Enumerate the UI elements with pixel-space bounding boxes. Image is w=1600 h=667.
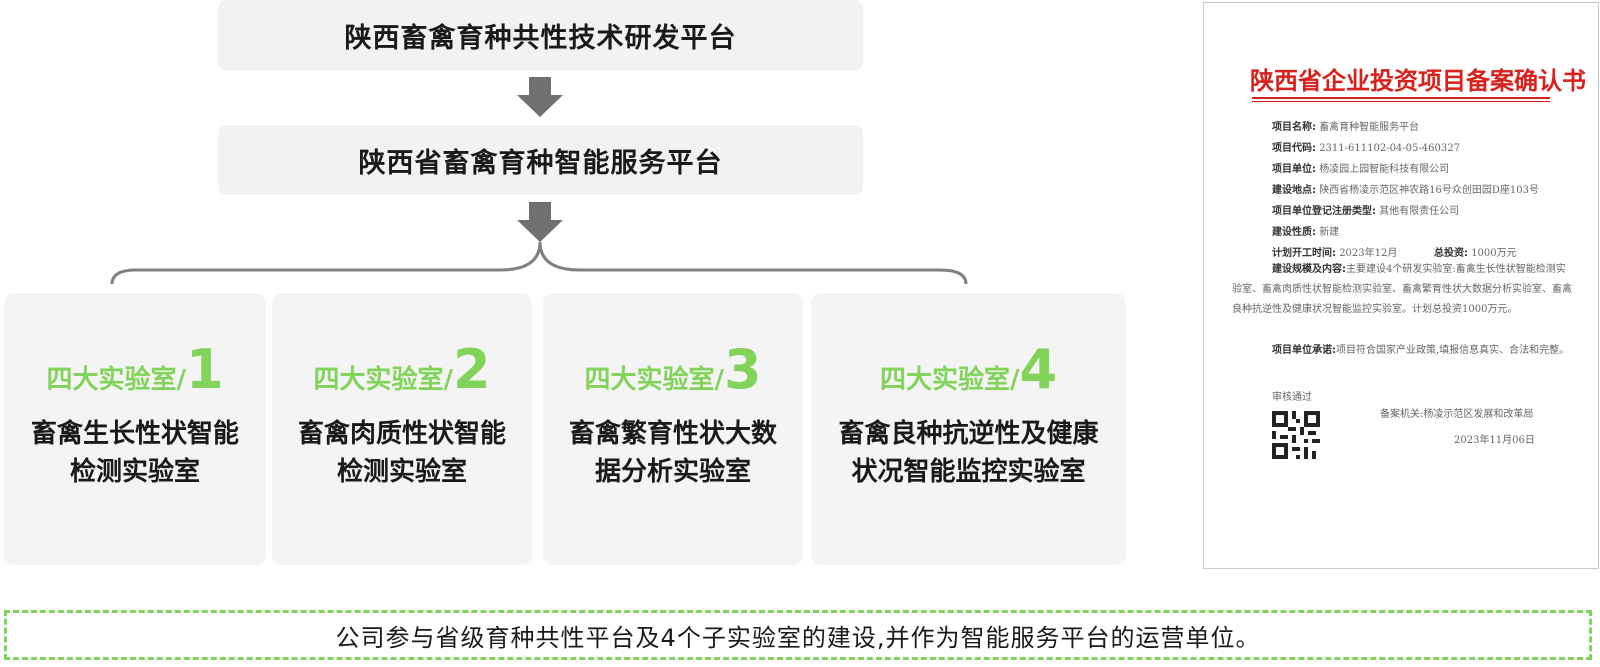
lab-name: 畜禽良种抗逆性及健康 状况智能监控实验室 bbox=[811, 415, 1126, 491]
project-name-field: 项目名称: 畜禽育种智能服务平台 bbox=[1272, 118, 1419, 133]
curly-brace-connector bbox=[110, 241, 968, 285]
field-label: 项目名称: bbox=[1272, 122, 1316, 133]
lab-name-line: 畜禽良种抗逆性及健康 bbox=[838, 419, 1099, 449]
lab-prefix: 四大实验室/ bbox=[584, 365, 724, 395]
project-code-field: 项目代码: 2311-611102-04-05-460327 bbox=[1272, 139, 1460, 154]
top-platform-box: 陕西畜禽育种共性技术研发平台 bbox=[218, 0, 863, 70]
filing-certificate-document: 陕西省企业投资项目备案确认书 项目名称: 畜禽育种智能服务平台 项目代码: 23… bbox=[1203, 2, 1599, 569]
field-value: 其他有限责任公司 bbox=[1379, 206, 1460, 217]
field-value: 畜禽育种智能服务平台 bbox=[1319, 122, 1420, 133]
lab-name-line: 畜禽繁育性状大数 bbox=[568, 419, 777, 449]
filing-authority: 备案机关:杨凌示范区发展和改革局 bbox=[1380, 409, 1534, 420]
lab-number: 4 bbox=[1019, 338, 1058, 401]
commitment-field: 项目单位承诺:项目符合国家产业政策,填报信息真实、合法和完整。 bbox=[1232, 341, 1572, 361]
field-label: 项目单位承诺: bbox=[1272, 345, 1336, 356]
lab-name-line: 畜禽生长性状智能 bbox=[30, 419, 239, 449]
lab-name-line: 畜禽肉质性状智能 bbox=[297, 419, 506, 449]
project-unit-field: 项目单位: 杨凌园上园智能科技有限公司 bbox=[1272, 160, 1449, 175]
registration-type-field: 项目单位登记注册类型: 其他有限责任公司 bbox=[1272, 202, 1459, 217]
lab-card-2: 四大实验室/2 畜禽肉质性状智能 检测实验室 bbox=[272, 293, 532, 565]
field-value: 杨凌园上园智能科技有限公司 bbox=[1319, 164, 1450, 175]
field-value: 1000万元 bbox=[1471, 248, 1517, 259]
lab-number: 2 bbox=[452, 338, 491, 401]
field-label: 项目代码: bbox=[1272, 143, 1316, 154]
nature-field: 建设性质: 新建 bbox=[1272, 223, 1339, 238]
field-value: 主要建设4个研发实验室:畜禽生长性状智能检测实验室、畜禽肉质性状智能检测实验室、… bbox=[1232, 264, 1572, 315]
lab-name-line: 据分析实验室 bbox=[594, 457, 751, 487]
field-value: 项目符合国家产业政策,填报信息真实、合法和完整。 bbox=[1336, 345, 1570, 356]
lab-prefix: 四大实验室/ bbox=[879, 365, 1020, 395]
down-arrow-icon bbox=[517, 202, 563, 242]
lab-name: 畜禽繁育性状大数 据分析实验室 bbox=[543, 415, 803, 491]
lab-heading: 四大实验室/2 bbox=[272, 343, 532, 397]
location-field: 建设地点: 陕西省杨凌示范区神农路16号众创田园D座103号 bbox=[1272, 181, 1539, 196]
lab-name-line: 检测实验室 bbox=[336, 457, 467, 487]
down-arrow-icon bbox=[517, 77, 563, 117]
qr-code-icon bbox=[1272, 411, 1320, 459]
certificate-title: 陕西省企业投资项目备案确认书 bbox=[1250, 66, 1586, 95]
lab-heading: 四大实验室/4 bbox=[811, 343, 1126, 397]
field-value: 2023年12月 bbox=[1339, 248, 1398, 259]
review-status: 审核通过 bbox=[1272, 392, 1312, 403]
lab-card-1: 四大实验室/1 畜禽生长性状智能 检测实验室 bbox=[4, 293, 266, 565]
field-label: 总投资: bbox=[1434, 248, 1468, 259]
lab-prefix: 四大实验室/ bbox=[313, 365, 453, 395]
lab-card-4: 四大实验室/4 畜禽良种抗逆性及健康 状况智能监控实验室 bbox=[811, 293, 1126, 565]
field-value: 新建 bbox=[1319, 227, 1340, 238]
lab-name: 畜禽肉质性状智能 检测实验室 bbox=[272, 415, 532, 491]
field-value: 陕西省杨凌示范区神农路16号众创田园D座103号 bbox=[1319, 185, 1540, 196]
middle-platform-label: 陕西省畜禽育种智能服务平台 bbox=[358, 147, 723, 179]
lab-number: 3 bbox=[723, 338, 762, 401]
filing-date: 2023年11月06日 bbox=[1454, 435, 1535, 446]
title-underline bbox=[1252, 97, 1550, 99]
investment-field: 总投资: 1000万元 bbox=[1434, 244, 1517, 259]
field-value: 2311-611102-04-05-460327 bbox=[1319, 143, 1460, 154]
field-label: 建设规模及内容: bbox=[1272, 264, 1346, 275]
scale-field: 建设规模及内容:主要建设4个研发实验室:畜禽生长性状智能检测实验室、畜禽肉质性状… bbox=[1232, 260, 1572, 320]
field-label: 计划开工时间: bbox=[1272, 248, 1336, 259]
lab-heading: 四大实验室/1 bbox=[4, 343, 266, 397]
field-label: 建设地点: bbox=[1272, 185, 1316, 196]
bottom-note-banner: 公司参与省级育种共性平台及4个子实验室的建设,并作为智能服务平台的运营单位。 bbox=[4, 610, 1592, 660]
lab-prefix: 四大实验室/ bbox=[46, 365, 186, 395]
field-label: 项目单位登记注册类型: bbox=[1272, 206, 1376, 217]
field-label: 建设性质: bbox=[1272, 227, 1316, 238]
middle-platform-box: 陕西省畜禽育种智能服务平台 bbox=[218, 125, 863, 195]
title-underline bbox=[1252, 101, 1550, 102]
top-platform-label: 陕西畜禽育种共性技术研发平台 bbox=[344, 22, 737, 54]
lab-number: 1 bbox=[185, 338, 224, 401]
lab-name: 畜禽生长性状智能 检测实验室 bbox=[4, 415, 266, 491]
lab-card-3: 四大实验室/3 畜禽繁育性状大数 据分析实验室 bbox=[543, 293, 803, 565]
field-label: 项目单位: bbox=[1272, 164, 1316, 175]
bottom-note-text: 公司参与省级育种共性平台及4个子实验室的建设,并作为智能服务平台的运营单位。 bbox=[335, 623, 1261, 652]
start-time-field: 计划开工时间: 2023年12月 bbox=[1272, 244, 1397, 259]
lab-name-line: 检测实验室 bbox=[69, 457, 200, 487]
lab-name-line: 状况智能监控实验室 bbox=[851, 457, 1086, 487]
lab-heading: 四大实验室/3 bbox=[543, 343, 803, 397]
